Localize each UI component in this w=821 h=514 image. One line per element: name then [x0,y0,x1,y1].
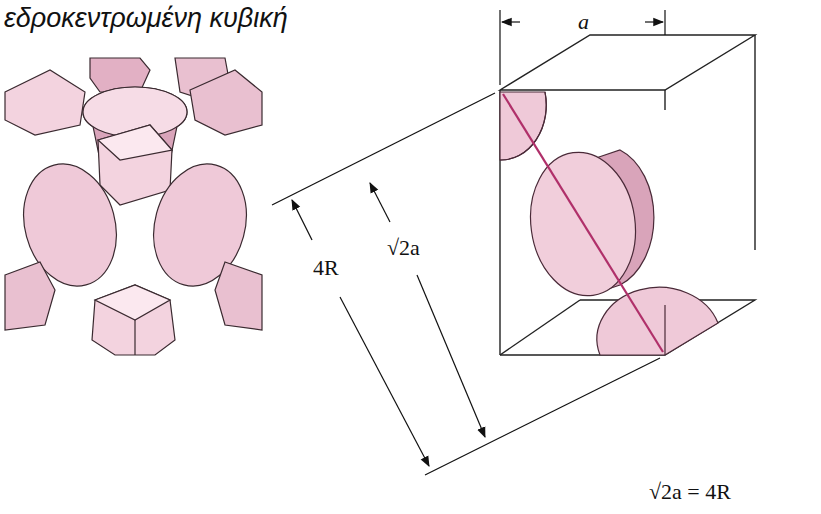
fcc-sphere-model [5,58,262,355]
unit-cell-frame [500,35,755,355]
relation-label: √2a = 4R [646,480,734,504]
structure-title: εδροκεντρωμένη κυβική [4,4,288,34]
dimension-a [500,10,665,85]
dimension-label: 4R [310,256,342,280]
dimension-lines [272,93,660,475]
face-spheres [500,92,718,355]
face-diagonal [503,94,663,352]
dimension-label: √2a [384,236,423,260]
dimension-label: a [575,10,592,34]
